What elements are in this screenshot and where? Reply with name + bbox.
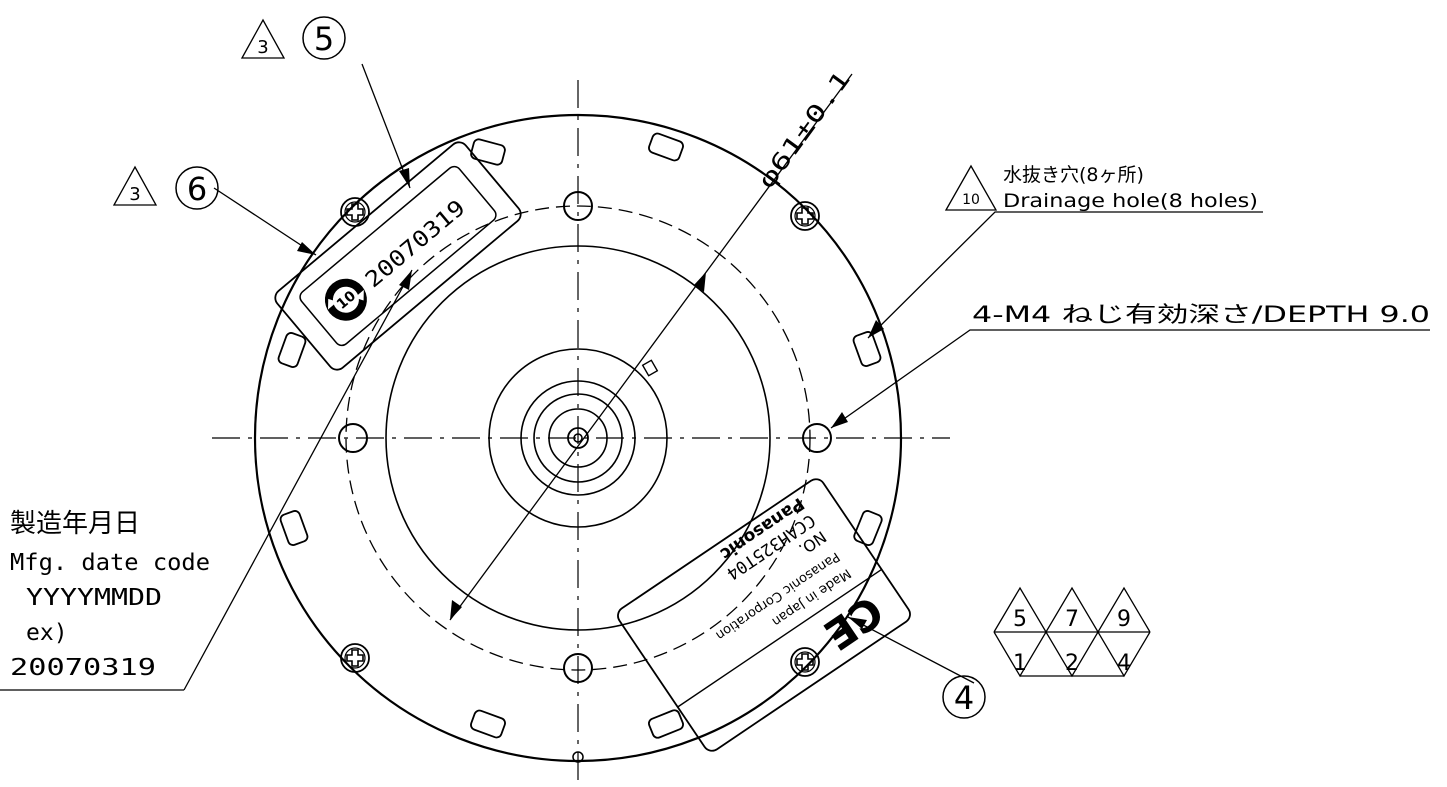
revision-number: 3 [129,184,140,205]
date-note-example: 20070319 [10,655,156,681]
revision-grid-bottom-1: 1 [1013,651,1027,676]
date-code-text: 20070319 [361,196,471,294]
screw-hole-right [802,423,832,453]
revision-grid-top-2: 7 [1065,607,1079,632]
ce-mark: CE [815,586,892,660]
drain-hole [279,510,309,546]
revision-triangle-grid: 5 7 9 1 2 4 [993,586,1151,678]
drain-note-jp: 水抜き穴(8ヶ所) [1003,164,1144,186]
screw-hole-top [563,191,593,221]
drain-hole [470,138,506,166]
drain-hole [648,132,684,162]
item-number-circle [175,166,219,210]
screw-hole-left [338,423,368,453]
date-note-en: Mfg. date code [10,550,210,576]
phillips-screw-icon [340,643,370,673]
drainage-holes [277,132,883,739]
item-number-circle [302,16,346,60]
item-number-circle [942,675,986,719]
drain-note-en: Drainage hole(8 holes) [1003,190,1258,212]
phillips-screw-icon [340,197,370,227]
date-note-format: YYYYMMDD [26,585,162,611]
screw-hole-bottom [563,653,593,683]
revision-grid-bottom-3: 4 [1117,651,1131,676]
key-tab [641,359,659,377]
recycle-badge-icon: 10 [324,278,367,321]
callout-nameplate: 4 [942,675,986,719]
drain-hole [277,332,307,368]
drain-hole [852,331,882,367]
date-note-ex-label: ex) [26,620,68,646]
date-format-note: 製造年月日 Mfg. date code YYYYMMDD ex) 200703… [10,509,210,681]
revision-number: 3 [257,37,268,58]
small-hole-bottom [572,751,584,763]
item-number: 4 [954,679,974,717]
revision-number: 10 [962,192,980,208]
drain-hole [853,510,883,546]
callout-top-label: 3 5 [240,16,346,60]
item-number: 5 [314,20,334,58]
phillips-screw-icon [790,201,820,231]
date-note-jp: 製造年月日 [10,509,140,539]
drain-hole [470,709,506,739]
revision-grid-bottom-2: 2 [1065,651,1079,676]
dimension-arrow [450,600,462,620]
phillips-screw-icon [790,647,820,677]
screw-note: 4-M4 ねじ有効深さ/DEPTH 9.0 [972,303,1430,328]
motor-body [212,80,950,787]
drain-hole-note: 10 水抜き穴(8ヶ所) Drainage hole(8 holes) [944,164,1258,212]
drain-hole [648,709,684,739]
item-number: 6 [187,170,207,208]
revision-grid-top-1: 5 [1013,607,1027,632]
dimension-arrow [694,272,706,292]
nameplate-label: CE Made in Japan Panasonic Corporation N… [617,478,911,752]
diameter-text: φ61±0.1 [754,67,856,194]
revision-grid-top-3: 9 [1117,607,1131,632]
date-code-label: 10 20070319 [274,141,522,371]
callout-left-label: 3 6 [112,165,219,210]
leader-lines [0,63,1430,691]
